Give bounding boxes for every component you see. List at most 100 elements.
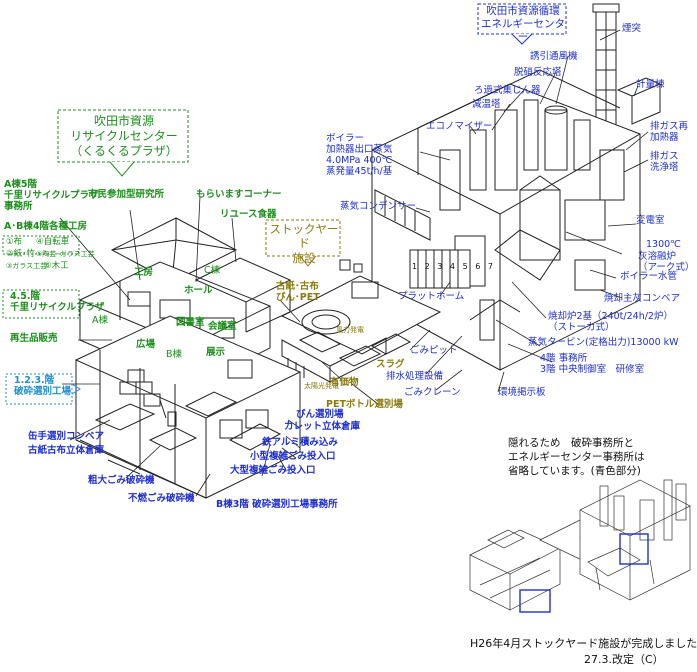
- label-iron-alu: 鉄アルミ積み込み: [262, 437, 338, 448]
- label-small-bulky-inlet: 小型複雑ごみ投入口: [250, 451, 336, 462]
- room-a: A棟: [92, 315, 108, 326]
- label-melting-temp: 1300℃: [646, 239, 681, 250]
- label-scrubber-line2: 洗浄塔: [650, 161, 679, 173]
- label-induced-fan: 誘引通風機: [530, 51, 578, 62]
- pit-number-7: 7: [487, 262, 496, 271]
- label-valuables: 有価物: [330, 377, 359, 388]
- inset-note: 隠れるため 破砕事務所と エネルギーセンター事務所は 省略しています。(青色部分…: [508, 436, 645, 479]
- meter-building-drawing: [616, 77, 661, 125]
- stockyard-drawing: [280, 259, 442, 383]
- label-wind: 風力発電: [336, 326, 364, 334]
- label-boiler-steam-line4: 蒸発量45t/h/基: [326, 165, 393, 177]
- pit-number-1: 1: [412, 262, 420, 271]
- label-meter-building: 計量棟: [636, 79, 665, 90]
- label-chimney: 煙突: [622, 23, 642, 34]
- inset-note-line2: エネルギーセンター事務所は: [508, 451, 645, 464]
- label-cullet-storage: カレット立体倉庫: [284, 421, 361, 432]
- label-large-bulky-inlet: 大型複雑ごみ投入口: [230, 465, 316, 476]
- pit-number-6: 6: [475, 262, 483, 271]
- label-f123: 1.2.3.階 破砕選別工場: [14, 375, 72, 398]
- inset-overview: [469, 479, 691, 613]
- label-research-lab: 市民参加型研究所: [88, 189, 165, 200]
- label-garbage-crane: ごみクレーン: [404, 387, 461, 398]
- label-turbine: 蒸気タービン(定格出力)13000 kW: [528, 337, 679, 348]
- label-reuse-dining: リユース食器: [220, 209, 277, 220]
- label-a5-line1: A棟5階: [4, 179, 37, 190]
- pit-number-row: 1 2 3 4 5 6 7: [412, 262, 495, 271]
- label-incinerator: 焼却炉2基（240t/24h/2炉） （ストーカ式）: [548, 311, 673, 334]
- label-denitration: 脱硝反応塔: [514, 67, 562, 78]
- room-hall: ホール: [184, 285, 213, 296]
- label-boiler-steam: ボイラー 加熱器出口蒸気 4.0MPa 400℃ 蒸発量45t/h/基: [326, 133, 393, 178]
- label-b3-office: B棟3階 破砕選別工場事務所: [216, 499, 338, 510]
- label-incinerator-line2: （ストーカ式）: [548, 321, 615, 333]
- room-meeting: 会議室: [208, 321, 237, 332]
- label-f123-line2: 破砕選別工場: [14, 385, 72, 397]
- label-scrubber-line1: 排ガス: [650, 151, 679, 162]
- label-boiler-steam-line3: 4.0MPa 400℃: [326, 154, 393, 166]
- pit-number-4: 4: [449, 262, 458, 271]
- label-paper-cloth-storage: 古紙古布立体倉庫: [28, 445, 105, 456]
- recycle-center-title-line2: リサイクルセンター: [70, 129, 178, 143]
- room-workshop: 工房: [134, 267, 154, 278]
- pit-number-3: 3: [437, 262, 445, 271]
- pit-number-5: 5: [462, 262, 471, 271]
- revision-note: 27.3.改定（C）: [584, 653, 664, 666]
- label-paper-bottle: 古紙･古布 びん･PET: [276, 281, 320, 304]
- room-plaza: 広場: [136, 339, 156, 350]
- label-ab4: A･B棟4階各種工房: [4, 221, 87, 232]
- label-f45-line1: 4.5.階: [10, 291, 40, 302]
- inset-note-line3: 省略しています。(青色部分): [508, 465, 641, 478]
- label-cooling-tower: 減温塔: [472, 99, 501, 110]
- label-solar: 太陽光発電: [304, 382, 339, 390]
- label-a5: A棟5階 千里リサイクルプラザ 事務所: [4, 179, 99, 213]
- recycle-center-building: [74, 217, 302, 499]
- label-can-sorting-conveyor: 缶手選別コンベア: [28, 431, 105, 442]
- label-paper-bottle-line2: びん･PET: [276, 291, 320, 303]
- label-boiler-water-pipe: ボイラー水管: [620, 271, 678, 282]
- label-env-board: 環境掲示板: [498, 387, 546, 398]
- stockyard-title: ストックヤード 施設: [268, 222, 340, 265]
- label-ab4-c1: ①布: [6, 237, 23, 247]
- label-ab4-c2: ②紙･竹: [6, 249, 35, 259]
- callout-shapes: [2, 3, 567, 405]
- label-melting-furnace-line1: 灰溶融炉: [638, 251, 677, 262]
- label-pet-sorting: PETボトル選別場: [326, 399, 403, 410]
- label-office: 4階 事務所 3階 中央制御室 研修室: [540, 353, 645, 376]
- energy-center-title: 吹田市資源循環 エネルギーセンター: [480, 5, 566, 44]
- label-ab4-c4: ④自転車: [36, 237, 70, 247]
- recycle-center-title-line3: （くるくるプラザ）: [70, 144, 178, 158]
- label-office-line1: 4階 事務所: [540, 353, 588, 364]
- label-bag-filter: ろ過式集じん器: [474, 85, 541, 96]
- energy-center-building: [371, 69, 641, 371]
- stockyard-title-line1: ストックヤード: [269, 222, 339, 251]
- label-a5-line3: 事務所: [4, 200, 33, 212]
- label-office-line2: 3階 中央制御室 研修室: [540, 363, 645, 375]
- room-library: 図書室: [176, 317, 205, 328]
- label-giveaway-corner: もらいますコーナー: [196, 189, 282, 200]
- label-ab4-c3: ③ガラス工芸: [6, 262, 48, 270]
- label-ab4-c5: ⑤陶芸･ガラス工芸: [36, 250, 95, 258]
- label-ab4-c6: ⑥木工: [44, 261, 69, 271]
- label-melting-furnace-line2: （アーク式）: [638, 261, 695, 273]
- label-exhaust-reheater-line1: 排ガス再: [650, 121, 689, 132]
- label-scrubber: 排ガス 洗浄塔: [650, 151, 679, 174]
- energy-center-title-line2: エネルギーセンター: [481, 18, 565, 44]
- label-slag: スラグ: [376, 359, 405, 370]
- label-economizer: エコノマイザー: [426, 121, 493, 132]
- label-incombustible-crusher: 不燃ごみ破砕機: [128, 493, 195, 504]
- label-drainage: 排水処理設備: [386, 371, 444, 382]
- label-substation: 変電室: [636, 215, 665, 226]
- label-f45-line2: 千里リサイクルプラザ: [10, 301, 105, 313]
- label-a5-line2: 千里リサイクルプラザ: [4, 189, 99, 201]
- room-b: B棟: [166, 349, 183, 360]
- energy-center-title-line1: 吹田市資源循環: [486, 5, 560, 17]
- completion-note: H26年4月ストックヤード施設が完成しました。: [470, 637, 697, 650]
- stockyard-title-line2: 施設: [292, 250, 316, 265]
- label-bin-sorting: びん選別場: [296, 409, 344, 420]
- label-condenser: 蒸気コンデンサー: [340, 201, 417, 212]
- label-melting-furnace: 灰溶融炉 （アーク式）: [638, 251, 695, 274]
- pit-number-2: 2: [424, 262, 433, 271]
